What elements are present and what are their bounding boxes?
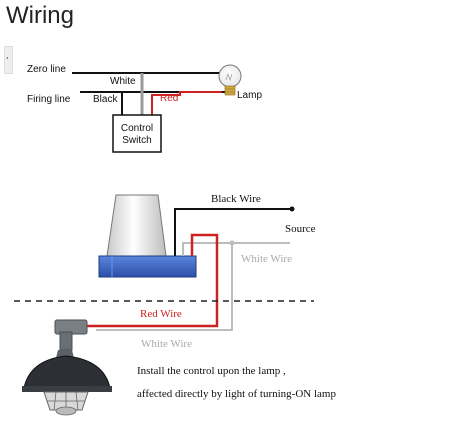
black-wire-label: Black Wire	[211, 193, 261, 205]
bottom-wiring-diagram: Black Wire Source White Wire Red Wire Wh…	[14, 193, 336, 416]
street-lamp-icon	[22, 319, 112, 416]
red-wire-top	[151, 91, 222, 116]
zero-line-label: Zero line	[27, 64, 66, 75]
white-wire-right-label: White Wire	[241, 253, 292, 265]
black-wire	[174, 208, 292, 256]
white-wire-left-label: White Wire	[141, 338, 192, 350]
lamp-label: Lamp	[237, 90, 262, 101]
lamp-bulb-icon	[218, 64, 242, 96]
firing-line-label: Firing line	[27, 94, 71, 105]
control-label: Control	[121, 123, 153, 134]
control-switch-box	[112, 114, 162, 153]
instruction-line-2: affected directly by light of turning-ON…	[137, 388, 336, 400]
red-wire	[86, 233, 219, 328]
scroll-handle[interactable]: ‚	[4, 46, 13, 74]
side-mark: ‚	[6, 51, 9, 60]
white-wire-terminal	[229, 240, 235, 246]
instruction-line-1: Install the control upon the lamp ,	[137, 365, 286, 377]
top-wiring-diagram: Control Switch Zero line Firing line Whi…	[27, 64, 262, 153]
page-title: Wiring	[6, 2, 75, 29]
black-wire-terminal	[289, 206, 295, 212]
red-label: Red	[160, 93, 178, 104]
source-label: Source	[285, 223, 316, 235]
photocell-sensor-icon	[98, 194, 197, 278]
switch-label: Switch	[122, 135, 151, 146]
black-label: Black	[93, 94, 118, 105]
white-label: White	[110, 76, 136, 87]
red-wire-label: Red Wire	[140, 308, 182, 320]
